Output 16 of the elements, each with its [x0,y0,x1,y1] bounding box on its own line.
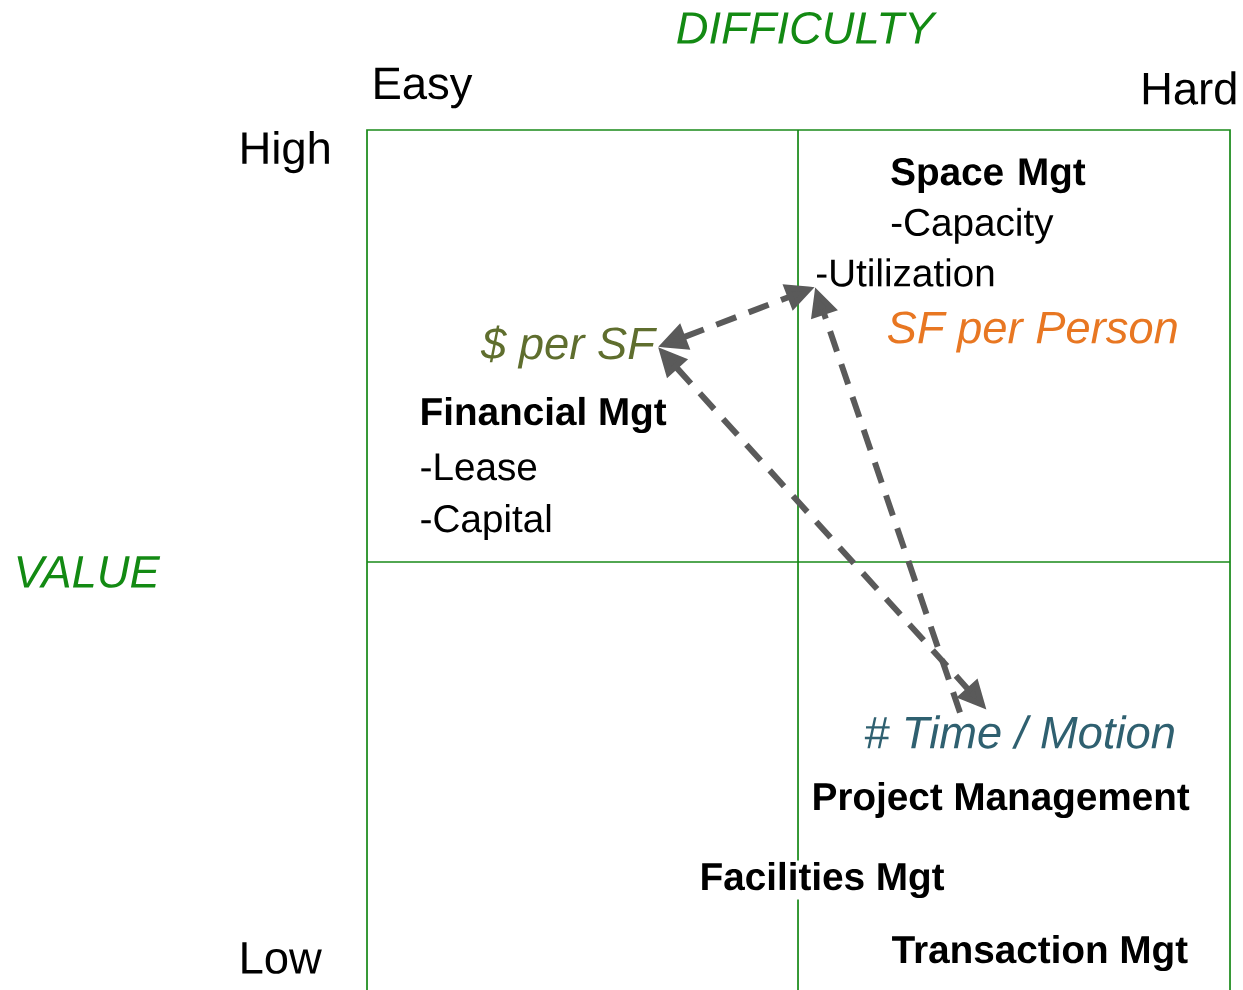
axis-title: VALUE [17,556,161,588]
axis-label: Hard [1143,71,1236,105]
axis-title: DIFFICULTY [677,11,937,45]
category-text: Space Mgt -Capacity -Utilization [817,158,1086,287]
category-heading: Project Management [814,781,1190,819]
category-heading: Facilities Mgt [698,860,946,900]
axis-label: High [242,130,329,174]
axis-label: Low [242,942,322,974]
category-item: -Lease [421,453,537,481]
category-heading: Financial Mgt [422,396,667,434]
metric-label: $ per SF [480,325,657,369]
metric-label: # Time / Motion [864,715,1174,749]
category-item: -Capital [421,504,551,541]
category-heading: Transaction Mgt [892,934,1188,972]
metric-label: SF per Person [887,311,1177,353]
axis-label: Easy [375,67,473,109]
